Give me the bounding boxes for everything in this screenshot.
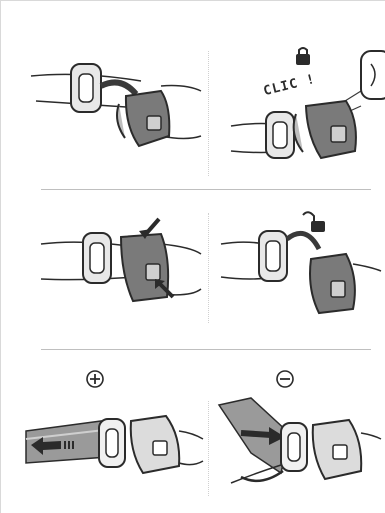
- lock-closed-icon: [296, 48, 310, 65]
- buckle-female: [117, 91, 169, 146]
- strap-arrow: [101, 82, 136, 94]
- minus-circle-icon: [275, 369, 295, 393]
- panel-separator-2: [208, 213, 209, 323]
- step-tighten-panel: [21, 401, 206, 501]
- buckle-female-locked: [294, 101, 356, 158]
- divider-top: [41, 189, 371, 190]
- divider-middle: [41, 349, 371, 350]
- plus-circle-icon: [85, 369, 105, 393]
- step-press-panel: [21, 209, 206, 334]
- step-unlock-panel: [211, 209, 385, 334]
- buckle-male: [71, 64, 101, 112]
- lock-open-icon: [303, 212, 325, 232]
- panel-separator-3: [208, 401, 209, 496]
- pull-arrow-icon: [287, 233, 319, 249]
- step-insert-panel: [21, 46, 206, 176]
- step-loosen-panel: [211, 393, 385, 503]
- step-lock-panel: [211, 46, 385, 176]
- panel-separator-1: [208, 51, 209, 176]
- buckle-male-locked: [266, 112, 294, 158]
